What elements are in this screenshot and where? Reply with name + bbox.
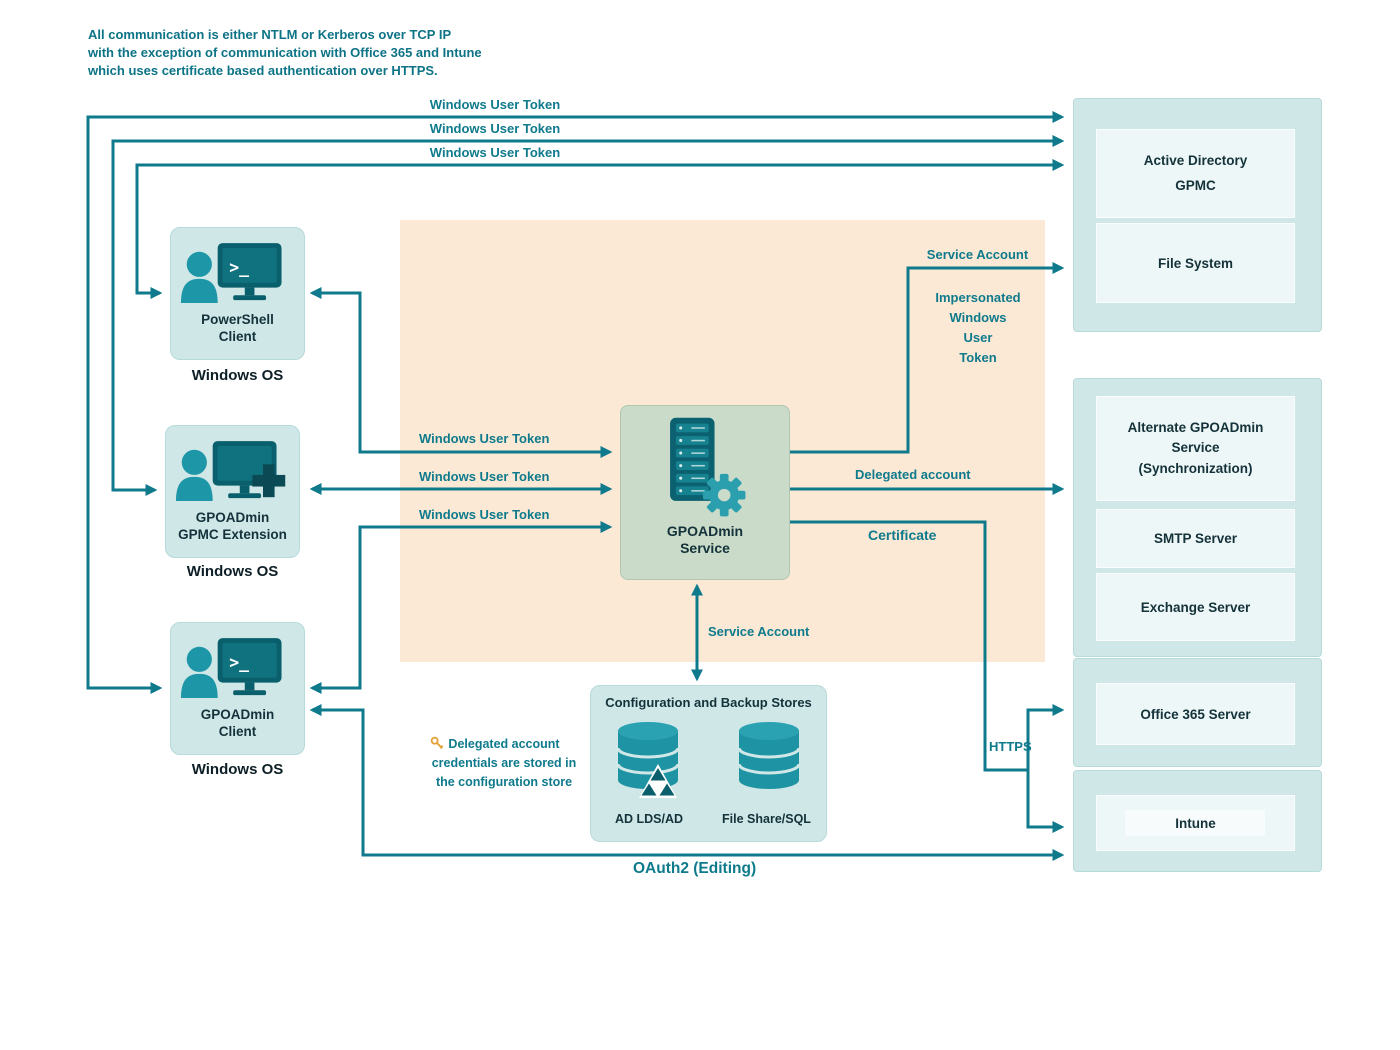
file-share-label: File Share/SQL: [722, 812, 811, 826]
user-terminal-icon: >_: [180, 638, 282, 699]
office365-server-cell: Office 365 Server: [1096, 683, 1295, 745]
svg-text:>_: >_: [229, 653, 249, 672]
user-monitor-plus-icon: [175, 441, 285, 502]
gpmc-extension-label: GPOADmin GPMC Extension: [178, 510, 287, 542]
wire-https-intune: [1026, 770, 1065, 833]
powershell-os-label: Windows OS: [191, 367, 284, 384]
wire-https-office365: [1026, 704, 1065, 770]
wire-label-windows-user-token-5: Windows User Token: [419, 469, 550, 484]
file-system-cell: File System: [1096, 223, 1295, 303]
database-icon: [738, 722, 800, 789]
delegated-credentials-note: Delegated account credentials are stored…: [412, 735, 596, 791]
wire-label-impersonated-token: Impersonated Windows User Token: [935, 290, 1021, 366]
wire-label-https: HTTPS: [989, 739, 1032, 754]
key-icon: [430, 736, 444, 749]
exchange-server-cell: Exchange Server: [1096, 573, 1295, 641]
config-backup-stores-node: Configuration and Backup Stores AD LDS/A…: [590, 685, 827, 842]
gpoadmin-client-os-label: Windows OS: [191, 761, 284, 778]
intune-label: Intune: [1175, 815, 1216, 831]
wire-label-service-account-top: Service Account: [926, 247, 1029, 262]
active-directory-gpmc-cell: Active Directory GPMC: [1096, 129, 1295, 218]
wire-label-windows-user-token-4: Windows User Token: [419, 431, 550, 446]
wire-label-oauth2: OAuth2 (Editing): [633, 860, 757, 877]
stores-title: Configuration and Backup Stores: [605, 695, 812, 710]
gpmc-extension-os-label: Windows OS: [186, 563, 279, 580]
database-triangles-icon: [617, 722, 679, 798]
svg-text:>_: >_: [229, 258, 249, 277]
wire-label-windows-user-token-2: Windows User Token: [429, 121, 561, 136]
gpmc-extension-node: GPOADmin GPMC Extension: [165, 425, 300, 558]
gpoadmin-service-node: GPOADmin Service: [620, 405, 790, 580]
gear-icon: [702, 473, 746, 517]
intune-panel: Intune: [1073, 770, 1322, 872]
smtp-server-cell: SMTP Server: [1096, 509, 1295, 568]
active-directory-panel: Active Directory GPMC File System: [1073, 98, 1322, 332]
wire-label-windows-user-token-1: Windows User Token: [429, 97, 561, 112]
alternate-gpoadmin-service-cell: Alternate GPOADmin Service (Synchronizat…: [1096, 396, 1295, 501]
intune-highlight: [1125, 810, 1265, 836]
intune-cell: Intune: [1096, 795, 1295, 851]
wire-label-windows-user-token-6: Windows User Token: [419, 507, 550, 522]
gpoadmin-service-label: GPOADmin Service: [666, 523, 744, 556]
wire-label-windows-user-token-3: Windows User Token: [429, 145, 561, 160]
gpoadmin-client-node: >_ GPOADmin Client: [170, 622, 305, 755]
wire-label-delegated-account: Delegated account: [855, 467, 971, 482]
gpoadmin-client-label: GPOADmin Client: [200, 707, 275, 739]
powershell-client-node: >_ PowerShell Client: [170, 227, 305, 360]
wire-label-service-account-bottom: Service Account: [708, 624, 810, 639]
powershell-client-label: PowerShell Client: [201, 312, 274, 344]
ad-lds-label: AD LDS/AD: [614, 812, 684, 826]
office365-panel: Office 365 Server: [1073, 658, 1322, 767]
user-terminal-icon: >_: [180, 243, 282, 304]
server-rack-gear-icon: [670, 417, 746, 517]
alternate-service-panel: Alternate GPOADmin Service (Synchronizat…: [1073, 378, 1322, 657]
communication-note: All communication is either NTLM or Kerb…: [88, 27, 482, 79]
wire-label-certificate: Certificate: [868, 527, 937, 543]
